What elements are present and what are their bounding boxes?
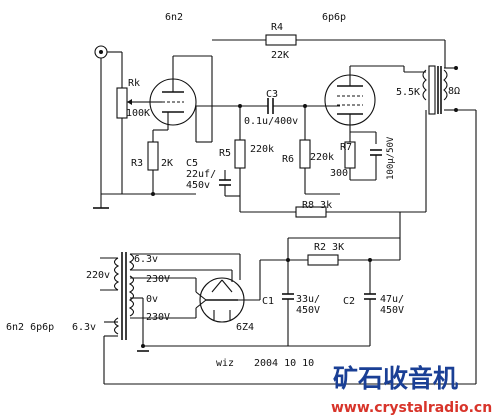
label-tube-6p6p: 6p6p <box>322 12 346 23</box>
resistor-r6 <box>299 139 311 169</box>
label-c2: C2 <box>343 296 355 307</box>
resistor-r5 <box>234 139 246 169</box>
label-cathode-cap: 100μ/50V <box>386 136 396 180</box>
label-pt-230-a: 230V <box>146 274 170 285</box>
label-c2-value-1: 47u/ <box>380 294 404 305</box>
label-ot-secondary: 8Ω <box>448 86 460 97</box>
capacitor-c1 <box>282 293 294 300</box>
resistor-r2 <box>307 254 339 266</box>
label-pt-heater-top: 6.3v <box>134 254 158 265</box>
label-c1-value-1: 33u/ <box>296 294 320 305</box>
label-date: 2004 10 10 <box>254 358 314 369</box>
label-r7-value: 300 <box>330 168 348 179</box>
label-author: wiz <box>216 358 234 369</box>
label-c1-value-2: 450V <box>296 305 320 316</box>
label-r6-value: 220k <box>310 152 334 163</box>
watermark-url: www.crystalradio.cn <box>331 400 492 416</box>
label-heater-tubes: 6n2 6p6p <box>6 322 54 333</box>
label-c5-value-1: 22uf/ <box>186 169 216 180</box>
label-rectifier-6z4: 6Z4 <box>236 322 254 333</box>
tube-6z4 <box>199 277 245 323</box>
label-c5-value-2: 450v <box>186 180 210 191</box>
capacitor-cathode-bypass <box>370 149 382 156</box>
label-pt-0v: 0v <box>146 294 158 305</box>
resistor-r3 <box>147 141 159 171</box>
label-r6: R6 <box>282 154 294 165</box>
label-r3-value: 2K <box>161 158 173 169</box>
label-c5: C5 <box>186 158 198 169</box>
watermark-chinese: 矿石收音机 <box>333 364 458 393</box>
label-ot-primary: 5.5K <box>396 87 420 98</box>
resistor-r4 <box>265 34 297 46</box>
label-r4: R4 <box>271 22 283 33</box>
label-r5-value: 220k <box>250 144 274 155</box>
tube-6p6p <box>324 74 376 126</box>
capacitor-c3 <box>267 98 274 114</box>
capacitor-c5 <box>219 179 231 186</box>
label-r2: R2 3K <box>314 242 344 253</box>
label-r3: R3 <box>131 158 143 169</box>
input-jack <box>93 45 109 209</box>
label-r7: R7 <box>340 142 352 153</box>
label-rk-value: 100K <box>126 108 150 119</box>
label-tube-6n2: 6n2 <box>165 12 183 23</box>
label-c3: C3 <box>266 89 278 100</box>
label-r4-value: 22K <box>271 50 289 61</box>
label-pt-heater-bottom: 6.3v <box>72 322 96 333</box>
label-c1: C1 <box>262 296 274 307</box>
output-transformer <box>422 65 448 115</box>
label-rk: Rk <box>128 78 140 89</box>
tube-6n2 <box>149 78 197 126</box>
label-r5: R5 <box>219 148 231 159</box>
label-pt-230-b: 230V <box>146 312 170 323</box>
power-transformer <box>113 252 135 340</box>
label-c2-value-2: 450V <box>380 305 404 316</box>
label-r8: R8 3k <box>302 200 332 211</box>
label-c3-value: 0.1u/400v <box>244 116 298 127</box>
capacitor-c2 <box>364 293 376 300</box>
label-pt-primary: 220v <box>86 270 110 281</box>
